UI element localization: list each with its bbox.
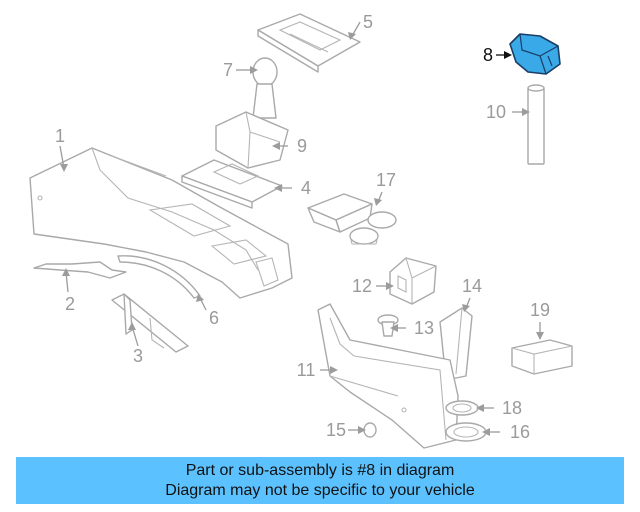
part-9-shift-boot[interactable] bbox=[215, 111, 289, 169]
callout-16: 16 bbox=[510, 422, 530, 442]
callout-1: 1 bbox=[55, 126, 65, 146]
leader-lines bbox=[59, 21, 544, 436]
part-3-bracket[interactable] bbox=[111, 293, 189, 353]
part-2-side-trim[interactable] bbox=[33, 261, 127, 279]
callout-2: 2 bbox=[65, 294, 75, 314]
banner-line-2: Diagram may not be specific to your vehi… bbox=[165, 482, 475, 499]
callout-11: 11 bbox=[297, 360, 316, 380]
callout-9: 9 bbox=[297, 136, 307, 156]
part-5-shift-bezel[interactable] bbox=[257, 13, 361, 73]
callout-8-highlighted: 8 bbox=[483, 45, 493, 65]
callout-18: 18 bbox=[502, 398, 522, 418]
callout-17: 17 bbox=[376, 170, 396, 190]
parts-diagram: 1 2 3 4 5 6 7 8 9 10 11 12 13 14 15 16 1… bbox=[29, 12, 573, 449]
banner-line-1: Part or sub-assembly is #8 in diagram bbox=[185, 462, 455, 479]
part-7-shift-knob[interactable] bbox=[252, 57, 278, 119]
part-6-curved-trim[interactable] bbox=[117, 255, 201, 299]
callout-4: 4 bbox=[301, 178, 311, 198]
part-18-cup-ring[interactable] bbox=[445, 400, 479, 416]
callout-13: 13 bbox=[414, 318, 434, 338]
callout-14: 14 bbox=[462, 276, 482, 296]
callout-19: 19 bbox=[530, 300, 550, 320]
part-4-trim-panel[interactable] bbox=[181, 159, 283, 209]
callout-10: 10 bbox=[486, 102, 506, 122]
callout-labels: 1 2 3 4 5 6 7 8 9 10 11 12 13 14 15 16 1… bbox=[55, 12, 550, 442]
callout-15: 15 bbox=[326, 420, 346, 440]
callout-6: 6 bbox=[209, 308, 219, 328]
part-11-rear-console[interactable] bbox=[317, 303, 459, 449]
callout-7: 7 bbox=[223, 60, 233, 80]
part-13-clip[interactable] bbox=[377, 314, 399, 337]
info-banner: Part or sub-assembly is #8 in diagram Di… bbox=[16, 457, 624, 504]
part-1-center-console[interactable] bbox=[29, 147, 293, 299]
part-8-shift-knob-highlighted[interactable] bbox=[509, 33, 561, 75]
callout-12: 12 bbox=[352, 276, 372, 296]
part-10-rod[interactable] bbox=[527, 84, 545, 165]
callout-3: 3 bbox=[133, 346, 143, 366]
part-17-cup-holder[interactable] bbox=[307, 193, 397, 245]
callout-5: 5 bbox=[363, 12, 373, 32]
part-16-lower-cup-holder[interactable] bbox=[445, 422, 487, 442]
part-19-storage-insert[interactable] bbox=[511, 339, 573, 375]
part-12-mount-bracket[interactable] bbox=[389, 257, 437, 305]
